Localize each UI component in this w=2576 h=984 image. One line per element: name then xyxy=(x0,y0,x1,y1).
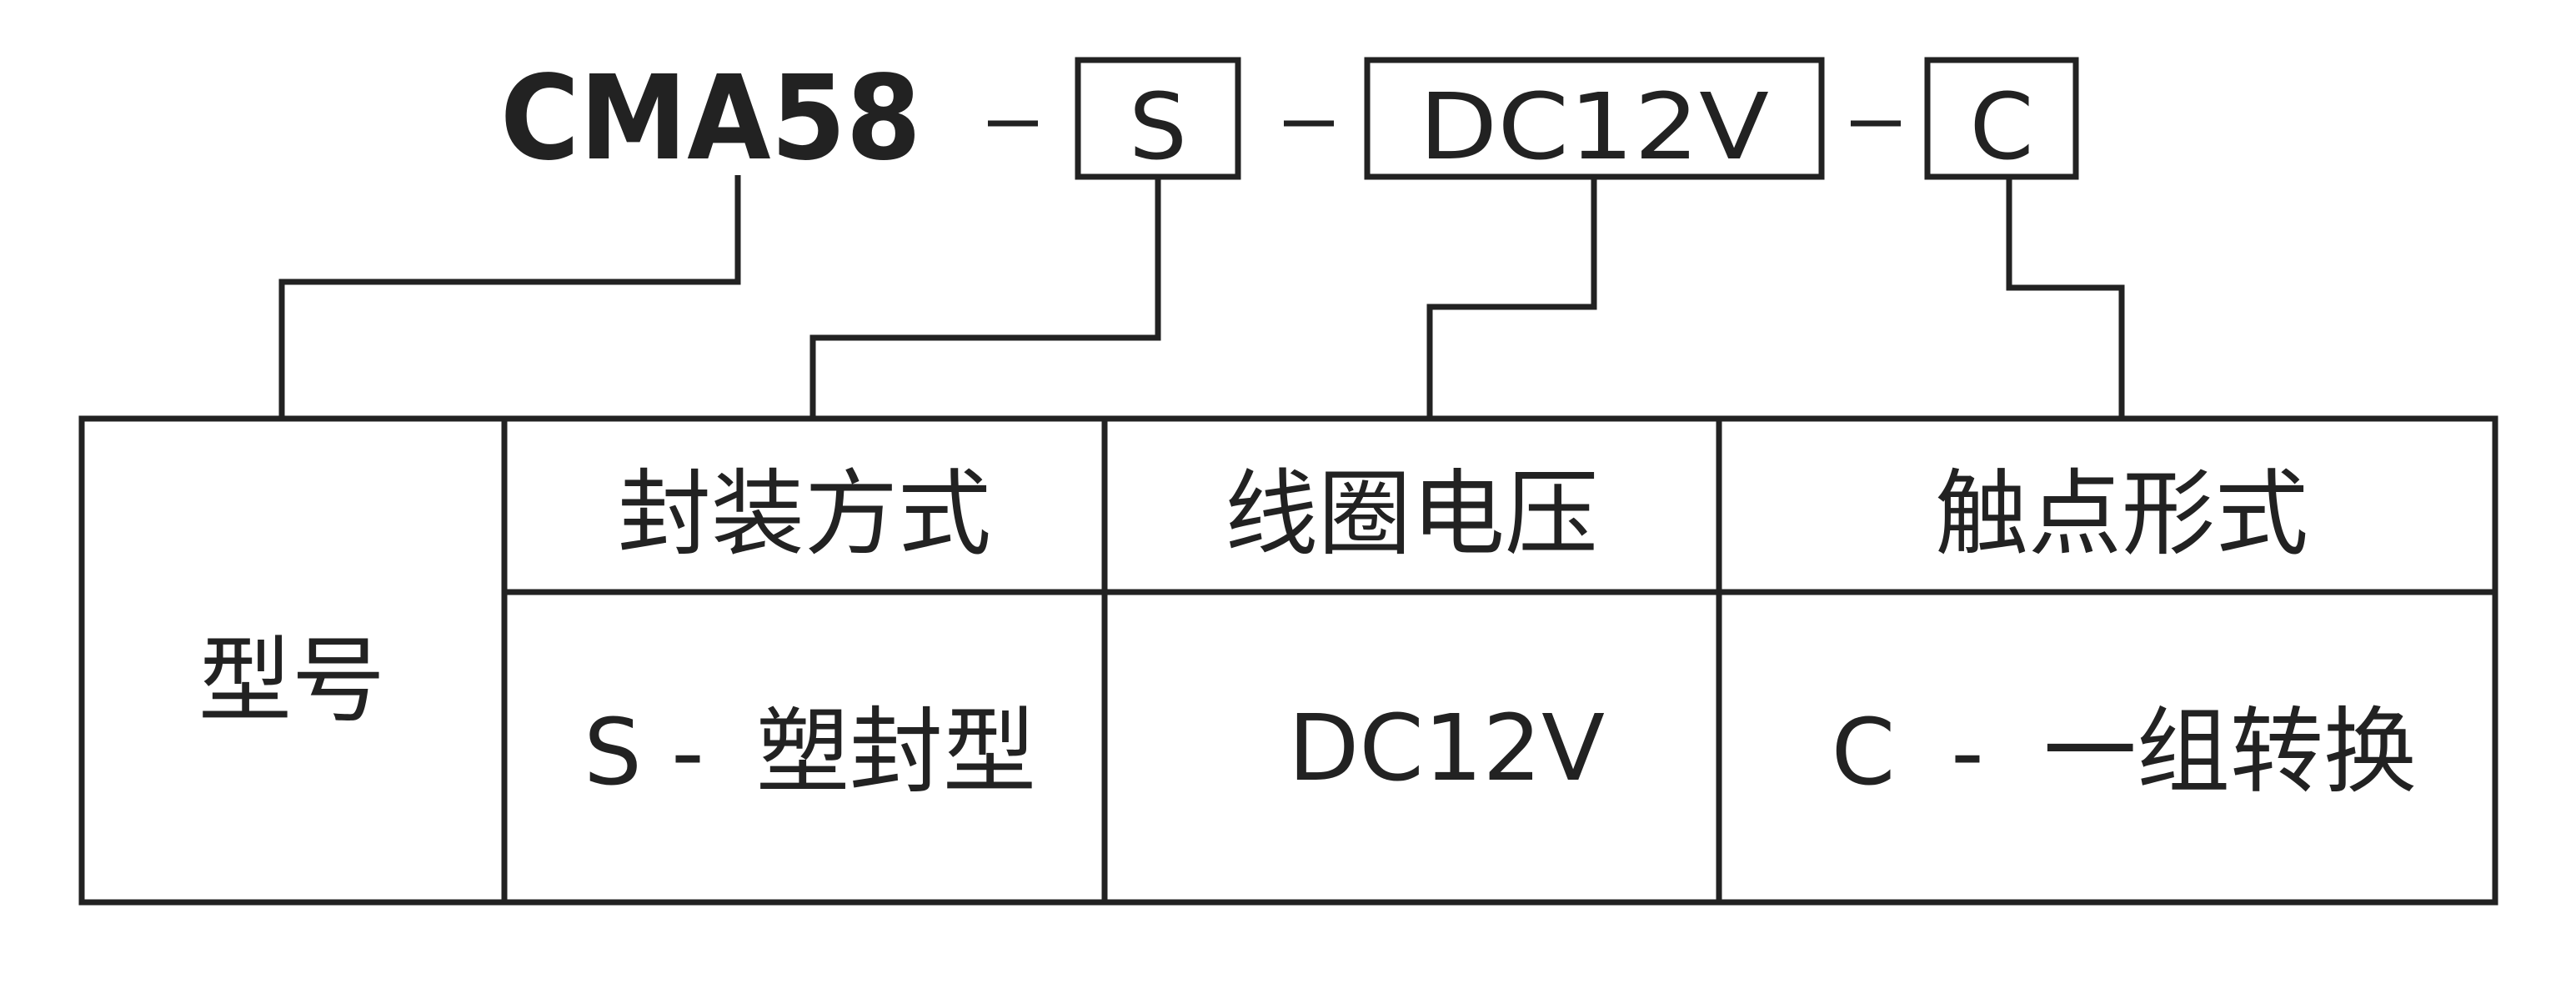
value-packaging-code: S xyxy=(584,699,642,806)
connector-packaging xyxy=(809,177,1161,419)
model-prefix: CMA58 xyxy=(500,51,921,187)
value-packaging-desc: 塑封型 xyxy=(756,698,1036,806)
code-dc12v: DC12V xyxy=(1419,73,1769,180)
connector-lines xyxy=(278,175,2125,419)
value-contact-form-desc: 一组转换 xyxy=(2043,698,2417,806)
header-coil-voltage: 线圈电压 xyxy=(1225,460,1598,569)
value-contact-form-code: C xyxy=(1832,699,1896,806)
spec-table: 型号 封装方式 线圈电压 触点形式 S - 塑封型 DC12V C - 一组转换 xyxy=(78,415,2498,906)
model-code-line: CMA58 S DC12V C xyxy=(500,51,2079,187)
code-box-c xyxy=(1924,57,2079,180)
connector-contact-form xyxy=(2006,177,2125,419)
header-contact-form: 触点形式 xyxy=(1935,460,2308,569)
code-c: C xyxy=(1970,73,2034,180)
value-contact-form: C - 一组转换 xyxy=(1832,698,2417,806)
value-coil-voltage-code: DC12V xyxy=(1288,695,1605,801)
row-label-model: 型号 xyxy=(198,627,385,735)
value-coil-voltage: DC12V xyxy=(1288,695,1605,801)
code-s: S xyxy=(1129,73,1187,180)
connector-model xyxy=(278,175,741,419)
value-packaging: S - 塑封型 xyxy=(584,698,1036,806)
header-packaging: 封装方式 xyxy=(618,460,991,569)
connector-coil-voltage xyxy=(1426,177,1597,419)
value-contact-form-sep: - xyxy=(1951,699,1984,806)
table-border xyxy=(78,415,2498,906)
value-packaging-sep: - xyxy=(671,699,704,806)
